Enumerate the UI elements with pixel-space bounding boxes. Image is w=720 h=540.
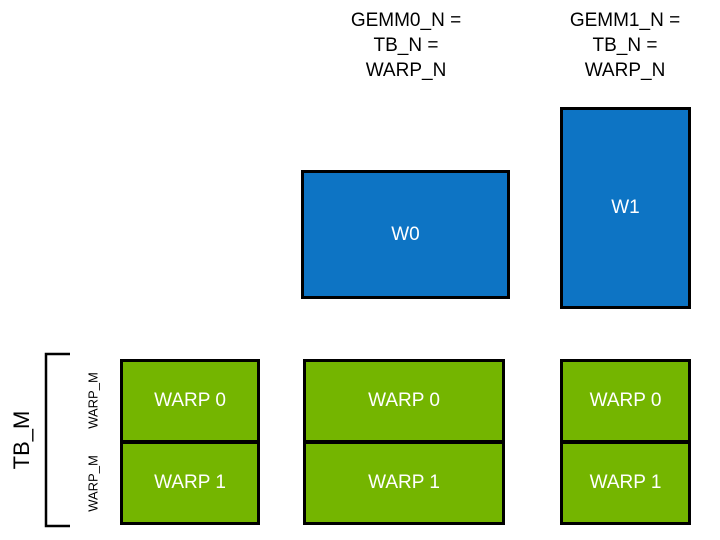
- cell-label: WARP 1: [589, 472, 662, 493]
- cell-label: WARP 1: [368, 472, 440, 493]
- gemm0-header: GEMM0_N = TB_N = WARP_N: [350, 10, 462, 81]
- gemm1-header: GEMM1_N = TB_N = WARP_N: [569, 10, 681, 81]
- column-right-warp-0[interactable]: WARP 0: [560, 359, 691, 442]
- tb-m-label: TB_M: [9, 410, 34, 470]
- column-left-warp-0[interactable]: WARP 0: [120, 359, 260, 442]
- column-left-warp-1[interactable]: WARP 1: [120, 442, 260, 525]
- w0-block-label: W0: [391, 223, 420, 245]
- column-middle-warp-1[interactable]: WARP 1: [303, 442, 505, 525]
- column-right-warp-1[interactable]: WARP 1: [560, 442, 691, 525]
- cell-label: WARP 0: [154, 390, 226, 411]
- cell-label: WARP 0: [368, 390, 440, 411]
- w1-block[interactable]: W1: [560, 107, 691, 309]
- column-middle-warp-0[interactable]: WARP 0: [303, 359, 505, 442]
- warp-m-label-bottom: WARP_M: [85, 455, 101, 512]
- cell-label: WARP 1: [154, 472, 226, 493]
- warp-m-label-top: WARP_M: [85, 372, 101, 429]
- tb-m-bracket: [44, 352, 70, 528]
- cell-label: WARP 0: [589, 390, 662, 411]
- w0-block[interactable]: W0: [301, 170, 510, 299]
- w1-block-label: W1: [611, 197, 640, 218]
